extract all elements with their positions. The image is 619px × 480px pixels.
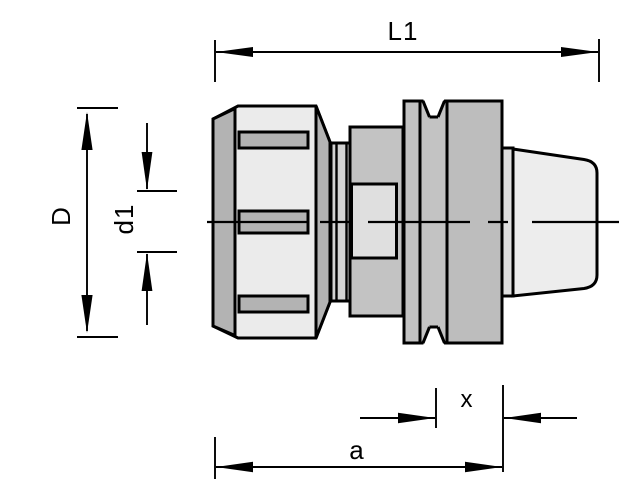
dimension-a: a (214, 435, 502, 479)
dimension-x: x (360, 385, 577, 472)
dimension-D: D (46, 107, 118, 338)
L1-arrow-left (216, 47, 253, 57)
D-arrow-up (81, 112, 93, 150)
L1-label: L1 (388, 16, 419, 46)
D-label: D (46, 206, 76, 226)
x-arrow-right (398, 412, 435, 424)
a-label: a (349, 435, 364, 465)
x-label: x (461, 386, 474, 413)
dimension-L1: L1 (214, 16, 600, 82)
D-arrow-down (81, 295, 93, 333)
a-arrow-right (465, 461, 502, 473)
v-notch-top-left-edge (421, 100, 431, 118)
v-notch-bottom-left-edge (421, 326, 431, 344)
x-arrow-left (504, 412, 541, 424)
v-notch-bottom-right-edge (436, 326, 446, 344)
nut-slot-top (237, 130, 310, 150)
dimension-d1: d1 (109, 123, 177, 325)
nut-slot-bottom (237, 294, 310, 314)
v-notch-top-right-edge (436, 100, 446, 118)
d1-arrow-down (141, 152, 153, 190)
d1-label: d1 (109, 204, 139, 235)
L1-arrow-right (561, 47, 598, 57)
d1-arrow-up (141, 253, 153, 291)
a-arrow-left (216, 461, 253, 473)
